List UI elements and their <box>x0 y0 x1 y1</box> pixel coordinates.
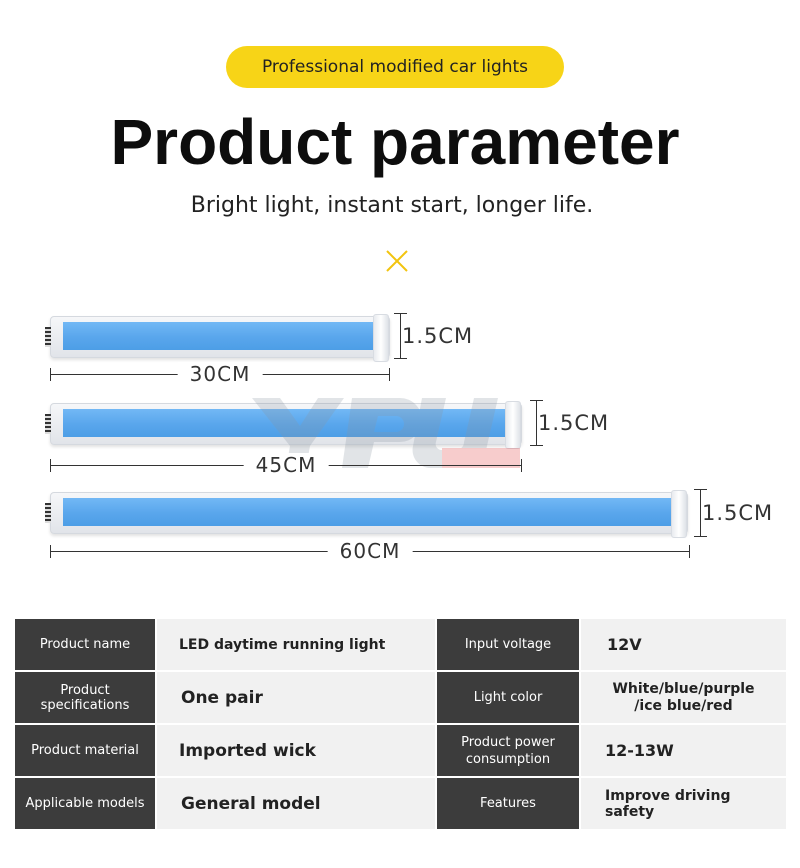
length-dimension: 30CM <box>50 362 390 386</box>
width-label: 1.5CM <box>538 411 610 435</box>
x-mark-icon <box>386 250 408 272</box>
param-value: One pair <box>157 672 435 723</box>
end-cap <box>671 490 687 538</box>
brand-watermark <box>252 398 520 468</box>
length-dimension: 60CM <box>50 539 690 563</box>
width-dimension: 1.5CM <box>530 400 608 446</box>
led-light-area <box>63 409 507 437</box>
length-dimension: 45CM <box>50 453 522 477</box>
table-row: Product name LED daytime running light I… <box>15 619 786 670</box>
connector-icon <box>45 414 51 434</box>
param-value: 12V <box>581 619 786 670</box>
param-key: Product power consumption <box>437 725 579 776</box>
connector-icon <box>45 327 51 347</box>
led-strip-30cm <box>45 314 390 362</box>
param-key: Input voltage <box>437 619 579 670</box>
width-dimension: 1.5CM <box>694 489 772 537</box>
param-key: Product specifications <box>15 672 155 723</box>
led-light-area <box>63 498 673 526</box>
end-cap <box>373 314 389 362</box>
width-label: 1.5CM <box>702 501 774 525</box>
led-light-area <box>63 322 375 350</box>
param-key: Product name <box>15 619 155 670</box>
param-value: LED daytime running light <box>157 619 435 670</box>
led-strip-45cm <box>45 401 522 449</box>
length-label: 60CM <box>327 539 413 563</box>
table-row: Product specifications One pair Light co… <box>15 672 786 723</box>
param-key: Product material <box>15 725 155 776</box>
width-dimension: 1.5CM <box>394 313 472 359</box>
connector-icon <box>45 503 51 523</box>
param-value: General model <box>157 778 435 829</box>
page-subtitle: Bright light, instant start, longer life… <box>190 193 594 218</box>
led-strip-60cm <box>45 490 688 538</box>
table-row: Product material Imported wick Product p… <box>15 725 786 776</box>
width-label: 1.5CM <box>402 324 474 348</box>
length-label: 45CM <box>243 453 329 477</box>
param-key: Light color <box>437 672 579 723</box>
param-value: White/blue/purple /ice blue/red <box>581 672 786 723</box>
end-cap <box>505 401 521 449</box>
param-key: Applicable models <box>15 778 155 829</box>
param-value: 12-13W <box>581 725 786 776</box>
param-value: Imported wick <box>157 725 435 776</box>
category-badge: Professional modified car lights <box>226 46 564 88</box>
parameter-table: Product name LED daytime running light I… <box>13 617 788 831</box>
length-label: 30CM <box>177 362 263 386</box>
param-key: Features <box>437 778 579 829</box>
param-value: Improve driving safety <box>581 778 786 829</box>
page-title: Product parameter <box>110 106 680 178</box>
table-row: Applicable models General model Features… <box>15 778 786 829</box>
